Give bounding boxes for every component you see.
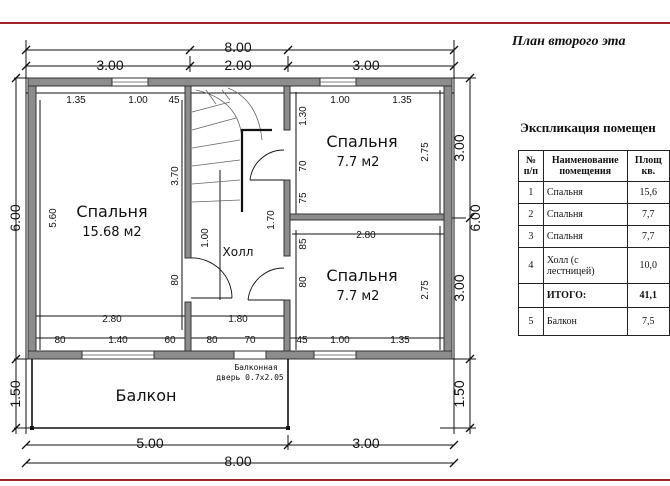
room-bedroom1-name: Спальня — [76, 202, 147, 221]
dimension-lines — [14, 40, 476, 464]
dim-top-inner-3: 45 — [168, 95, 180, 106]
dim-bottom-seg-1: 5.00 — [136, 435, 163, 451]
room-bedroom3-area: 7.7 м2 — [337, 289, 380, 304]
wall-bedroom1-hall-low — [184, 301, 192, 352]
dim-top-inner-5: 1.35 — [392, 95, 412, 106]
row-name: Балкон — [542, 307, 628, 336]
room-balcony-name: Балкон — [116, 386, 177, 405]
dim-top-seg-1: 3.00 — [96, 57, 123, 73]
wall-right — [443, 77, 453, 360]
wall-hall-right-top — [283, 85, 291, 131]
dim-left-total: 6.00 — [7, 204, 23, 231]
page-title: План второго эта — [512, 34, 626, 49]
dim-bottom-inner-2: 1.40 — [108, 335, 128, 346]
table-row: 2 Спальня 7,7 — [518, 203, 670, 226]
dim-bottom-inner-8: 1.35 — [390, 335, 410, 346]
room-bedroom2-name: Спальня — [326, 132, 397, 151]
dim-bottom-inner-4: 80 — [206, 335, 218, 346]
walls — [27, 77, 453, 360]
top-frame-line — [0, 22, 670, 24]
stair-railing — [240, 128, 272, 212]
dim-door-upper-side: 75 — [298, 192, 309, 204]
table-row-total: ИТОГО: 41,1 — [518, 283, 670, 308]
table-row: 5 Балкон 7,5 — [518, 307, 670, 336]
dim-upper-room-height: 2.75 — [420, 142, 431, 162]
explication-table: № п/п Наименование помещения Площ кв. 1 … — [518, 150, 670, 336]
dim-bedroom1-width: 2.80 — [102, 314, 122, 325]
wall-top-c — [355, 77, 453, 87]
bottom-frame-line — [0, 479, 670, 481]
dim-bottom-inner-6: 45 — [296, 335, 308, 346]
row-name: Холл (с лестницей) — [542, 247, 628, 284]
dim-door-lower: 80 — [298, 276, 309, 288]
balcony-door-label-1: Балконная — [234, 363, 277, 372]
dim-lower-room-width: 2.80 — [356, 230, 376, 241]
dim-stair-height: 3.70 — [170, 166, 181, 186]
dim-hall-door-gap: 1.00 — [200, 228, 211, 248]
wall-bottom-a — [27, 350, 83, 360]
dim-hall-wall-segment: 1.70 — [266, 210, 277, 230]
room-bedroom2-area: 7.7 м2 — [337, 155, 380, 170]
room-hall-name: Холл — [223, 245, 254, 259]
dim-bedroom1-height: 5.60 — [48, 208, 59, 228]
balcony-door — [233, 350, 267, 360]
dim-bottom-inner-3: 60 — [164, 335, 176, 346]
dim-right-seg-2: 3.00 — [451, 274, 467, 301]
wall-hall-right-mid — [283, 179, 291, 257]
dim-top-seg-2: 2.00 — [224, 57, 251, 73]
dim-right-seg-1: 3.00 — [451, 134, 467, 161]
wall-bedroom1-hall — [184, 85, 192, 259]
door-bedroom2-arc — [249, 149, 285, 181]
room-bedroom3-name: Спальня — [326, 266, 397, 285]
door-bedroom1-arc — [190, 257, 233, 299]
header-name: Наименование помещения — [542, 150, 628, 182]
dim-top-total: 8.00 — [224, 39, 251, 55]
balcony-door-label-2: дверь 0.7х2.05 — [216, 373, 284, 382]
window-glass-lines — [82, 81, 356, 356]
wall-top-b — [147, 77, 321, 87]
wall-bedrooms-divider — [289, 213, 445, 221]
balcony-corners — [30, 426, 290, 430]
wall-left — [27, 77, 37, 360]
dim-top-inner-1: 1.35 — [66, 95, 86, 106]
dim-door-upper: 70 — [298, 160, 309, 172]
dim-right-total: 6.00 — [467, 204, 483, 231]
wall-top-a — [27, 77, 113, 87]
dim-bottom-inner-5: 70 — [244, 335, 256, 346]
dim-top-seg-3: 3.00 — [352, 57, 379, 73]
door-bedroom3-arc — [247, 267, 285, 301]
dim-hall-width: 1.80 — [228, 314, 248, 325]
dim-lower-room-height: 2.75 — [420, 280, 431, 300]
dim-hall-door-left: 80 — [170, 274, 181, 286]
wall-hall-right-low — [283, 299, 291, 352]
wall-bottom-b — [153, 350, 235, 360]
dim-bottom-total: 8.00 — [224, 453, 251, 469]
table-row: 4 Холл (с лестницей) 10,0 — [518, 247, 670, 284]
dimension-ticks — [11, 45, 475, 468]
wall-bottom-d — [355, 350, 453, 360]
dim-top-inner-4: 1.00 — [330, 95, 350, 106]
row-area: 7,5 — [626, 307, 670, 336]
dim-right-balcony: 1.50 — [451, 380, 467, 407]
dim-upper-window-side: 1.30 — [298, 106, 309, 126]
balcony-outline — [31, 359, 289, 429]
table-row: 3 Спальня 7,7 — [518, 225, 670, 248]
dim-door-lower-side: 85 — [298, 238, 309, 250]
wall-bottom-c — [265, 350, 315, 360]
dim-bottom-seg-2: 3.00 — [352, 435, 379, 451]
explication-title: Экспликация помещен — [520, 120, 656, 135]
dim-bottom-inner-1: 80 — [54, 335, 66, 346]
staircase — [191, 87, 263, 203]
dim-left-balcony: 1.50 — [7, 380, 23, 407]
dim-top-inner-2: 1.00 — [128, 95, 148, 106]
dim-bottom-inner-7: 1.00 — [330, 335, 350, 346]
row-number: 5 — [518, 307, 544, 336]
room-bedroom1-area: 15.68 м2 — [82, 225, 141, 240]
doors — [190, 149, 285, 301]
table-row: 1 Спальня 15,6 — [518, 181, 670, 204]
